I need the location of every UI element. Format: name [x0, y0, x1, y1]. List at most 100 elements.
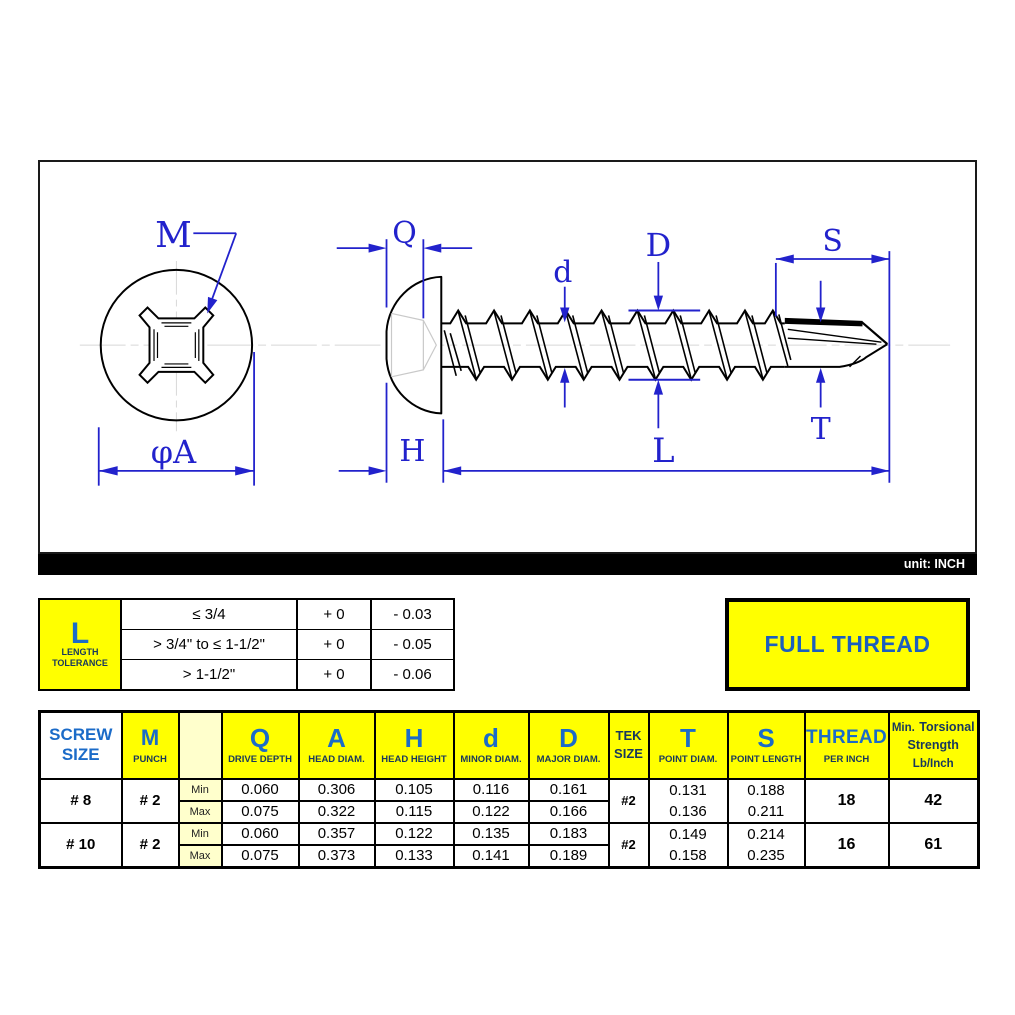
t-point-diam-values: 0.131 0.136 [647, 777, 729, 824]
screw-technical-drawing: M φA Q H d D S T L [79, 215, 951, 486]
tolerance-letter: L [70, 616, 90, 650]
spec-header-row: SCREW SIZE M PUNCH Q DRIVE DEPTH A HEAD … [38, 710, 980, 780]
a-max: 0.322 [297, 799, 376, 824]
thread-per-inch-value: 16 [803, 821, 890, 868]
dmaj-min: 0.161 [527, 777, 610, 802]
dimension-lines [97, 232, 891, 486]
tolerance-row: > 3/4" to ≤ 1-1/2" + 0 - 0.05 [122, 629, 453, 659]
technical-drawing-box: M φA Q H d D S T L [38, 160, 977, 554]
s-min: 0.188 [747, 781, 785, 799]
max-label: Max [177, 843, 223, 869]
head-side-view [385, 275, 443, 415]
dmaj-min: 0.183 [527, 821, 610, 846]
a-min: 0.306 [297, 777, 376, 802]
h-max: 0.133 [373, 843, 455, 869]
tek-size-value: #2 [607, 777, 650, 824]
s-max: 0.235 [747, 846, 785, 864]
spec-row-10-max: Max 0.075 0.373 0.133 0.141 0.189 [40, 843, 979, 869]
header-q-drive-depth: Q DRIVE DEPTH [220, 710, 300, 780]
tolerance-minus: - 0.05 [393, 636, 432, 653]
head-front-view [99, 268, 254, 422]
label-phiA: φA [151, 435, 197, 471]
tolerance-caption-line1: LENGTH [61, 646, 99, 657]
header-tek-size: TEK SIZE [607, 710, 650, 780]
q-max: 0.075 [220, 843, 300, 869]
label-L: L [652, 431, 674, 470]
label-M: M [155, 215, 192, 256]
label-S: S [822, 224, 842, 259]
h-min: 0.122 [373, 821, 455, 846]
hidden-recess-lines [390, 312, 437, 378]
t-max: 0.158 [669, 846, 707, 864]
torsional-strength-value: 42 [887, 777, 980, 824]
tolerance-range: > 1-1/2" [122, 660, 298, 689]
q-min: 0.060 [220, 821, 300, 846]
label-T: T [811, 412, 831, 447]
tolerance-caption-line2: TOLERANCE [52, 657, 108, 668]
spec-table-wrapper: SCREW SIZE M PUNCH Q DRIVE DEPTH A HEAD … [38, 710, 980, 869]
screw-size-value: # 10 [38, 821, 123, 868]
s-point-length-values: 0.188 0.211 [726, 777, 806, 824]
dimension-arrowheads [98, 243, 890, 476]
spec-row-8-max: Max 0.075 0.322 0.115 0.122 0.166 [40, 799, 979, 824]
header-minmax-spacer [177, 710, 223, 780]
header-thread-per-inch: THREAD PER INCH [803, 710, 890, 780]
a-max: 0.373 [297, 843, 376, 869]
tolerance-row: ≤ 3/4 + 0 - 0.03 [122, 600, 453, 629]
thread-per-inch-value: 18 [803, 777, 890, 824]
header-s-point-length: S POINT LENGTH [726, 710, 806, 780]
t-min: 0.149 [669, 825, 707, 843]
h-max: 0.115 [373, 799, 455, 824]
head-outline-circle [99, 268, 254, 422]
tolerance-plus: + 0 [298, 630, 372, 659]
label-d: d [553, 255, 572, 290]
d-min: 0.135 [452, 821, 530, 846]
screw-size-value: # 8 [38, 777, 123, 824]
spec-row-10-min: # 10 # 2 Min 0.060 0.357 0.122 0.135 0.1… [38, 821, 980, 868]
h-min: 0.105 [373, 777, 455, 802]
tolerance-range: ≤ 3/4 [122, 600, 298, 629]
tolerance-header-cell: L LENGTH TOLERANCE [40, 600, 122, 689]
min-label: Min [177, 821, 223, 846]
dmaj-max: 0.166 [527, 799, 610, 824]
header-t-point-diam: T POINT DIAM. [647, 710, 729, 780]
tolerance-range: > 3/4" to ≤ 1-1/2" [122, 630, 298, 659]
max-label: Max [177, 799, 223, 824]
torsional-strength-value: 61 [887, 821, 980, 868]
thread-flank-lines [443, 311, 792, 379]
label-Q: Q [392, 216, 416, 251]
tolerance-minus: - 0.03 [393, 606, 432, 623]
header-dmaj-major-diam: D MAJOR DIAM. [527, 710, 610, 780]
s-min: 0.214 [747, 825, 785, 843]
q-max: 0.075 [220, 799, 300, 824]
d-max: 0.122 [452, 799, 530, 824]
header-screw-size: SCREW SIZE [38, 710, 123, 780]
s-point-length-values: 0.214 0.235 [726, 821, 806, 868]
spec-row-8-min: # 8 # 2 Min 0.060 0.306 0.105 0.116 0.16… [38, 777, 980, 824]
header-d-minor-diam: d MINOR DIAM. [452, 710, 530, 780]
full-thread-badge: FULL THREAD [725, 598, 970, 691]
a-min: 0.357 [297, 821, 376, 846]
t-min: 0.131 [669, 781, 707, 799]
s-max: 0.211 [747, 802, 785, 820]
tek-size-value: #2 [607, 821, 650, 868]
full-thread-label: FULL THREAD [764, 631, 931, 657]
spec-table: SCREW SIZE M PUNCH Q DRIVE DEPTH A HEAD … [38, 710, 980, 869]
punch-value: # 2 [120, 821, 180, 868]
header-a-head-diam: A HEAD DIAM. [297, 710, 376, 780]
tolerance-minus: - 0.06 [393, 666, 432, 683]
drill-point [784, 317, 889, 368]
header-m-punch: M PUNCH [120, 710, 180, 780]
punch-value: # 2 [120, 777, 180, 824]
phillips-recess-icon [138, 306, 215, 385]
recess-chamfer-lines [153, 322, 200, 368]
length-tolerance-table: L LENGTH TOLERANCE ≤ 3/4 + 0 - 0.03 > 3/… [38, 598, 455, 691]
min-label: Min [177, 777, 223, 802]
unit-bar: unit: INCH [38, 554, 977, 575]
head-side-outline [385, 275, 443, 415]
dmaj-max: 0.189 [527, 843, 610, 869]
d-min: 0.116 [452, 777, 530, 802]
centerlines [79, 260, 951, 432]
tolerance-plus: + 0 [298, 600, 372, 629]
